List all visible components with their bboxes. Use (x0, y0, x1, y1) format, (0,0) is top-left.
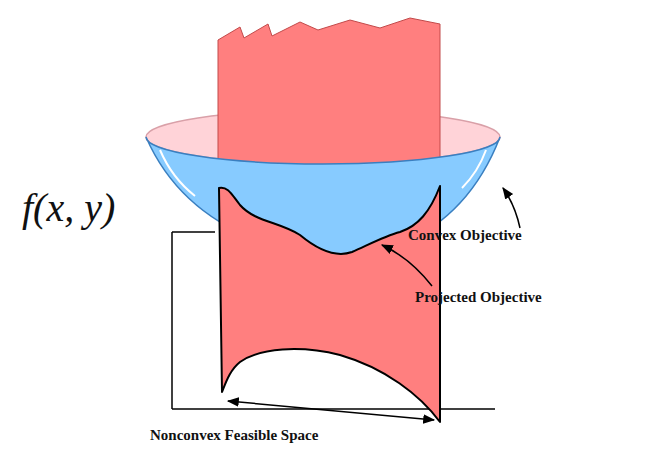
label-text: Convex Objective (408, 227, 522, 243)
callout-label: Projected Objective (415, 289, 542, 306)
feasible-sheet-upper (218, 18, 440, 165)
axis-label: f(x, y) (22, 184, 115, 231)
label-text: Nonconvex Feasible Space (150, 427, 318, 443)
label-text: f(x, y) (22, 185, 115, 230)
feasible-sheet-lower (219, 186, 440, 422)
callout-label: Convex Objective (408, 227, 522, 244)
bowl-highlight (160, 150, 486, 196)
label-text: Projected Objective (415, 289, 542, 305)
callout-label: Nonconvex Feasible Space (150, 427, 318, 444)
